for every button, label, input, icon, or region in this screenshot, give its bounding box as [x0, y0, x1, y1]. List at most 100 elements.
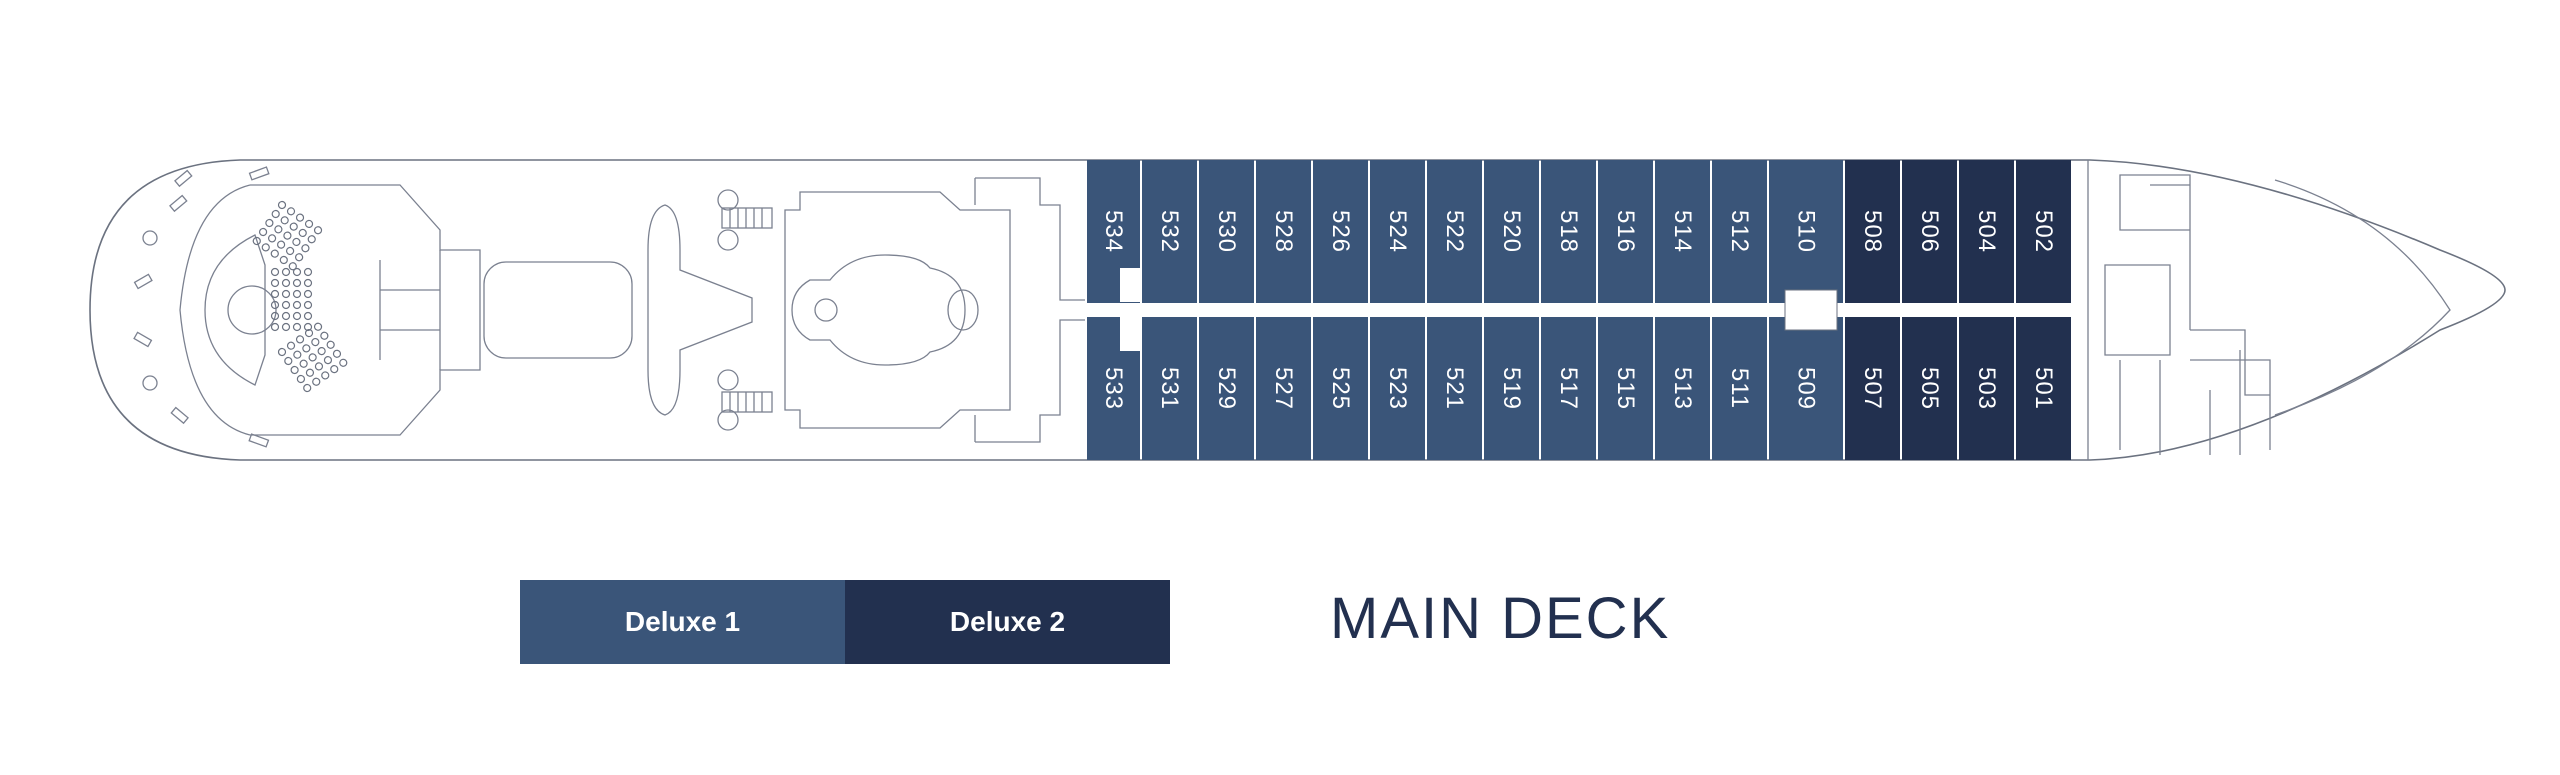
cabin-number-label: 513 — [1669, 367, 1696, 410]
theatre — [179, 184, 481, 436]
theatre-seat — [332, 349, 342, 358]
theatre-seat — [283, 231, 292, 240]
corridor-walls — [974, 177, 1085, 443]
cabin-notch — [1120, 317, 1140, 351]
cabin-503[interactable] — [1959, 317, 2014, 460]
theatre-seat — [270, 289, 280, 299]
theatre-seat — [302, 344, 311, 353]
stern-bollard — [133, 331, 153, 348]
legend-deluxe-2: Deluxe 2 — [845, 580, 1170, 664]
cabin-529[interactable] — [1199, 317, 1254, 460]
lounge-room — [483, 261, 633, 359]
cabin-526[interactable] — [1313, 160, 1368, 303]
cabin-number-label: 507 — [1859, 367, 1886, 410]
theatre-seat — [326, 340, 335, 349]
cabin-504[interactable] — [1959, 160, 2014, 303]
stairway-bottom-steps — [729, 392, 763, 412]
theatre-seat — [298, 228, 307, 238]
cabin-number-label: 511 — [1726, 368, 1753, 409]
cabin-519[interactable] — [1484, 317, 1539, 460]
cabin-501[interactable] — [2016, 317, 2071, 460]
stair-node — [717, 189, 739, 211]
cabin-522[interactable] — [1427, 160, 1482, 303]
theatre-seat — [296, 374, 306, 384]
central-staircase — [647, 204, 753, 416]
theatre-seat — [320, 331, 329, 340]
cabin-notch — [1120, 268, 1140, 302]
cabin-514[interactable] — [1655, 160, 1710, 303]
deck-title: MAIN DECK — [1330, 586, 1671, 651]
cabin-520[interactable] — [1484, 160, 1539, 303]
cabin-502[interactable] — [2016, 160, 2071, 303]
cabin-524[interactable] — [1370, 160, 1425, 303]
stairway-top-steps — [729, 208, 763, 228]
theatre-seat — [281, 278, 291, 288]
theatre-seat — [286, 207, 296, 216]
stair-node — [717, 409, 739, 431]
stern-bollard — [248, 433, 270, 448]
cabin-number-label: 519 — [1498, 367, 1525, 410]
cabin-521[interactable] — [1427, 317, 1482, 460]
cabin-523[interactable] — [1370, 317, 1425, 460]
theatre-seat — [270, 267, 280, 277]
cabin-516[interactable] — [1598, 160, 1653, 303]
theatre-seat — [281, 322, 291, 332]
theatre-seat — [317, 346, 326, 356]
cabin-number-label: 525 — [1327, 367, 1354, 410]
theatre-seat — [295, 253, 304, 262]
cabin-number-label: 533 — [1100, 367, 1127, 410]
cabin-number-label: 503 — [1973, 367, 2000, 410]
stair-node — [717, 369, 739, 391]
theatre-seat — [281, 300, 291, 310]
cabin-513[interactable] — [1655, 317, 1710, 460]
cabin-number-label: 524 — [1384, 210, 1411, 253]
cabin-508[interactable] — [1845, 160, 1900, 303]
cabin-number-label: 518 — [1555, 210, 1582, 253]
cabin-number-label: 502 — [2030, 210, 2057, 253]
theatre-seat — [313, 226, 323, 235]
cabin-512[interactable] — [1712, 160, 1767, 303]
cabin-510[interactable] — [1769, 160, 1843, 303]
reception-desk — [791, 254, 966, 366]
theatre-seat — [304, 328, 314, 338]
cabin-505[interactable] — [1902, 317, 1957, 460]
stern-dot — [142, 375, 158, 391]
cabin-507[interactable] — [1845, 317, 1900, 460]
theatre-seating — [252, 200, 348, 393]
cabin-511[interactable] — [1712, 317, 1767, 460]
cabin-number-label: 506 — [1916, 210, 1943, 253]
cabin-number-label: 523 — [1384, 367, 1411, 410]
theatre-seat — [286, 246, 295, 256]
theatre-seat — [270, 278, 280, 288]
stern-dots — [133, 166, 270, 448]
theatre-stage-outline — [179, 184, 251, 436]
cabin-number-label: 515 — [1612, 367, 1639, 410]
cabin-517[interactable] — [1541, 317, 1596, 460]
cabin-515[interactable] — [1598, 317, 1653, 460]
cabin-532[interactable] — [1142, 160, 1197, 303]
theatre-seat — [288, 262, 297, 271]
stern-bollard — [174, 169, 193, 188]
cabin-525[interactable] — [1313, 317, 1368, 460]
stair-node — [717, 229, 739, 251]
cabin-528[interactable] — [1256, 160, 1311, 303]
theatre-wall — [250, 184, 481, 436]
stairway-bottom — [721, 391, 773, 413]
theatre-seat — [293, 350, 302, 359]
cabin-518[interactable] — [1541, 160, 1596, 303]
cabin-509[interactable] — [1769, 317, 1843, 460]
legend: Deluxe 1 Deluxe 2 — [520, 580, 1170, 664]
cabin-number-label: 504 — [1973, 210, 2000, 253]
stairway-top — [721, 207, 773, 229]
lobby-outline — [784, 191, 1011, 429]
theatre-seat — [284, 356, 293, 366]
cabin-506[interactable] — [1902, 160, 1957, 303]
cabin-number-label: 514 — [1669, 210, 1696, 253]
theatre-seat — [312, 377, 321, 386]
cabin-number-label: 516 — [1612, 210, 1639, 253]
cabin-527[interactable] — [1256, 317, 1311, 460]
cabin-531[interactable] — [1142, 317, 1197, 460]
theatre-seat — [279, 255, 288, 265]
cabin-530[interactable] — [1199, 160, 1254, 303]
